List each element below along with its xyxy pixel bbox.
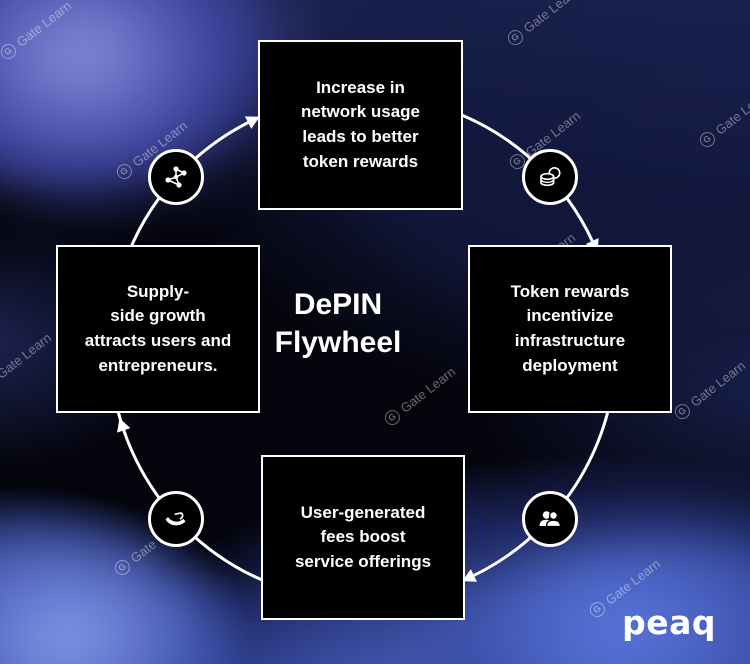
flywheel-box-bottom-text: User-generated fees boost service offeri…: [294, 502, 432, 571]
flywheel-box-top: Increase in network usage leads to bette…: [258, 40, 463, 210]
arrowhead-to-bottom-box: [462, 569, 477, 582]
flywheel-box-left-text: Supply- side growth attracts users and e…: [84, 281, 232, 375]
diagram-title: DePIN Flywheel: [274, 288, 402, 359]
flywheel-box-left: Supply- side growth attracts users and e…: [56, 245, 260, 413]
flywheel-box-bottom: User-generated fees boost service offeri…: [261, 455, 465, 620]
network-nodes-icon: [148, 149, 204, 205]
flywheel-box-top-text: Increase in network usage leads to bette…: [300, 77, 421, 171]
flywheel-box-right-text: Token rewards incentivize infrastructure…: [510, 281, 630, 375]
network-nodes-glyph: [165, 166, 187, 188]
arrowhead-to-top-box: [244, 116, 260, 129]
flywheel-box-right: Token rewards incentivize infrastructure…: [468, 245, 672, 413]
coins-icon: [522, 149, 578, 205]
users-glyph: [539, 510, 562, 528]
users-icon: [522, 491, 578, 547]
hand-icon: [148, 491, 204, 547]
hand-glyph: [165, 512, 186, 526]
arrowhead-to-left-box: [117, 418, 131, 433]
peaq-logo: peaq: [622, 603, 716, 642]
coins-glyph: [540, 166, 561, 187]
